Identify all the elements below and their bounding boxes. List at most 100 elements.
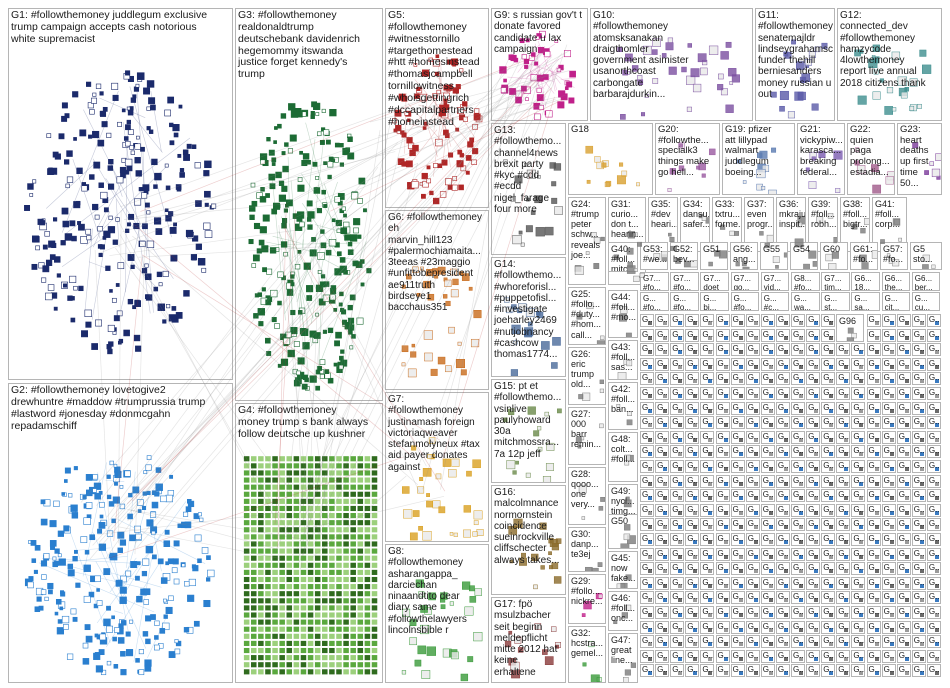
tiny-group-cell[interactable]: G...: [700, 649, 715, 663]
tiny-group-cell[interactable]: G...: [730, 547, 745, 561]
tiny-group-cell[interactable]: G...: [685, 474, 700, 488]
tiny-group-cell[interactable]: G...: [926, 328, 941, 342]
tiny-group-cell[interactable]: G...: [791, 606, 805, 619]
tiny-group-cell[interactable]: G...: [926, 620, 941, 634]
mini-group-cell[interactable]: G7... #fo...: [640, 272, 669, 291]
tiny-group-cell[interactable]: G...: [715, 474, 730, 488]
group-cell-g24[interactable]: G24: #trump peter schw... reveals joe...: [568, 197, 606, 285]
tiny-group-cell[interactable]: G...: [655, 649, 670, 663]
tiny-group-cell[interactable]: G...: [775, 503, 790, 517]
tiny-group-cell[interactable]: G...: [821, 314, 836, 327]
tiny-group-cell[interactable]: G...: [655, 430, 670, 444]
tiny-group-cell[interactable]: G...: [730, 649, 745, 663]
tiny-group-cell[interactable]: G...: [685, 314, 700, 327]
tiny-group-cell[interactable]: G...: [926, 430, 941, 444]
mini-group-cell[interactable]: G... st...: [821, 292, 850, 311]
group-cell-g54[interactable]: G54: [790, 242, 818, 270]
tiny-group-cell[interactable]: G...: [896, 576, 911, 590]
group-cell-g45[interactable]: G45: now fake...: [608, 551, 638, 589]
tiny-group-cell[interactable]: G...: [775, 387, 790, 400]
tiny-group-cell[interactable]: G...: [670, 460, 685, 473]
tiny-group-cell[interactable]: G...: [670, 328, 685, 342]
tiny-group-cell[interactable]: G...: [700, 606, 715, 619]
tiny-group-cell[interactable]: G...: [911, 445, 926, 459]
tiny-group-cell[interactable]: G...: [911, 474, 926, 488]
tiny-group-cell[interactable]: G...: [866, 314, 881, 327]
tiny-group-cell[interactable]: G...: [685, 372, 700, 386]
tiny-group-cell[interactable]: G...: [670, 576, 685, 590]
tiny-group-cell[interactable]: G...: [881, 518, 896, 532]
tiny-group-cell[interactable]: G...: [685, 460, 700, 473]
tiny-group-cell[interactable]: G...: [640, 416, 654, 430]
mini-group-cell[interactable]: G6... the...: [881, 272, 911, 291]
group-cell-g11[interactable]: G11: #followthemoney senatemajldr lindse…: [755, 8, 835, 121]
tiny-group-cell[interactable]: G...: [911, 620, 926, 634]
group-cell-g29[interactable]: G29: #follo... nickre...: [568, 574, 606, 624]
tiny-group-cell[interactable]: G...: [866, 430, 881, 444]
tiny-group-cell[interactable]: G...: [881, 576, 896, 590]
tiny-group-cell[interactable]: G...: [911, 343, 926, 357]
tiny-group-cell[interactable]: G...: [715, 576, 730, 590]
tiny-group-cell[interactable]: G...: [655, 343, 670, 357]
tiny-group-cell[interactable]: G...: [806, 445, 821, 459]
tiny-group-cell[interactable]: G...: [730, 328, 745, 342]
tiny-group-cell[interactable]: G...: [851, 474, 866, 488]
tiny-group-cell[interactable]: G...: [655, 357, 670, 371]
group-cell-g37[interactable]: G37: even progr...: [744, 197, 774, 252]
tiny-group-cell[interactable]: G...: [926, 474, 941, 488]
tiny-group-cell[interactable]: G...: [700, 372, 715, 386]
tiny-group-cell[interactable]: G...: [775, 416, 790, 430]
tiny-group-cell[interactable]: G...: [700, 445, 715, 459]
tiny-group-cell[interactable]: G...: [730, 489, 745, 503]
tiny-group-cell[interactable]: G...: [926, 314, 941, 327]
tiny-group-cell[interactable]: G...: [821, 387, 836, 400]
tiny-group-cell[interactable]: G...: [821, 503, 836, 517]
tiny-group-cell[interactable]: G...: [806, 343, 821, 357]
mini-group-cell[interactable]: G7... vid...: [760, 272, 790, 291]
tiny-group-cell[interactable]: G...: [775, 635, 790, 649]
tiny-group-cell[interactable]: G...: [640, 445, 654, 459]
tiny-group-cell[interactable]: G...: [640, 430, 654, 444]
tiny-group-cell[interactable]: G...: [821, 533, 836, 546]
tiny-group-cell[interactable]: G...: [881, 357, 896, 371]
tiny-group-cell[interactable]: G...: [775, 562, 790, 576]
tiny-group-cell[interactable]: G...: [700, 430, 715, 444]
tiny-group-cell[interactable]: G...: [685, 357, 700, 371]
tiny-group-cell[interactable]: G...: [821, 664, 836, 678]
tiny-group-cell[interactable]: G...: [685, 343, 700, 357]
group-cell-g61[interactable]: G61: #fo...: [850, 242, 878, 270]
group-cell-g55[interactable]: G55: [760, 242, 788, 270]
tiny-group-cell[interactable]: G...: [715, 606, 730, 619]
tiny-group-cell[interactable]: G...: [821, 547, 836, 561]
tiny-group-cell[interactable]: G...: [745, 635, 760, 649]
tiny-group-cell[interactable]: G...: [685, 547, 700, 561]
tiny-group-cell[interactable]: G...: [700, 489, 715, 503]
tiny-group-cell[interactable]: G...: [911, 664, 926, 678]
tiny-group-cell[interactable]: G...: [775, 314, 790, 327]
tiny-group-cell[interactable]: G...: [670, 620, 685, 634]
group-cell-g50[interactable]: G50: [608, 514, 638, 549]
tiny-group-cell[interactable]: G...: [715, 343, 730, 357]
tiny-group-cell[interactable]: G...: [775, 430, 790, 444]
tiny-group-cell[interactable]: G...: [836, 664, 851, 678]
group-cell-g57[interactable]: G57: #fo...: [880, 242, 908, 270]
tiny-group-cell[interactable]: G...: [791, 518, 805, 532]
mini-group-cell[interactable]: G7... #fo...: [670, 272, 699, 291]
tiny-group-cell[interactable]: G...: [760, 416, 775, 430]
tiny-group-cell[interactable]: G...: [791, 576, 805, 590]
tiny-group-cell[interactable]: G...: [670, 591, 685, 605]
tiny-group-cell[interactable]: G...: [745, 664, 760, 678]
tiny-group-cell[interactable]: G...: [730, 387, 745, 400]
tiny-group-cell[interactable]: G...: [926, 503, 941, 517]
tiny-group-cell[interactable]: G...: [866, 518, 881, 532]
tiny-group-cell[interactable]: G...: [821, 606, 836, 619]
tiny-group-cell[interactable]: G...: [715, 489, 730, 503]
tiny-group-cell[interactable]: G...: [881, 314, 896, 327]
tiny-group-cell[interactable]: G...: [881, 445, 896, 459]
tiny-group-cell[interactable]: G...: [730, 518, 745, 532]
tiny-group-cell[interactable]: G...: [836, 460, 851, 473]
mini-group-cell[interactable]: G... #fo...: [640, 292, 669, 311]
group-cell-g3[interactable]: G3: #followthemoney realdonaldtrump deut…: [235, 8, 383, 401]
tiny-group-cell[interactable]: G...: [655, 533, 670, 546]
tiny-group-cell[interactable]: G...: [640, 620, 654, 634]
